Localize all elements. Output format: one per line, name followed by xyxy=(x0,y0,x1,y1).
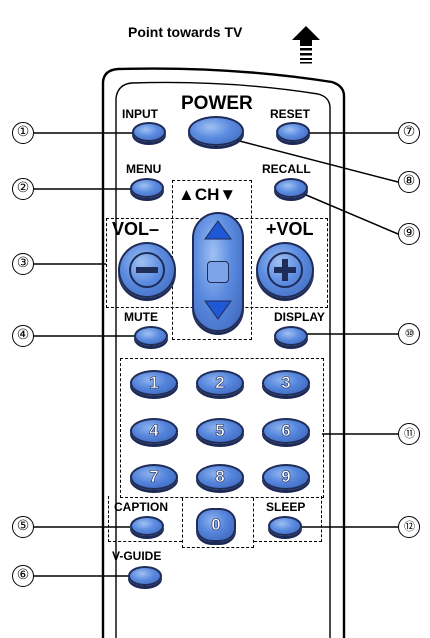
menu-label: MENU xyxy=(126,162,162,176)
vol-down-label: VOL– xyxy=(112,219,160,239)
vguide-button[interactable] xyxy=(128,566,162,586)
zero-group-outline xyxy=(182,498,254,548)
keypad-group-outline xyxy=(120,358,324,498)
keypad-button-8[interactable]: 8 xyxy=(196,464,244,490)
menu-button[interactable] xyxy=(130,178,164,198)
caption-button[interactable] xyxy=(130,516,164,536)
reset-label: RESET xyxy=(270,107,311,121)
callout-8: ⑧ xyxy=(398,171,420,193)
arrow-up-icon xyxy=(292,26,320,64)
plus-icon xyxy=(267,252,303,288)
channel-center-pad xyxy=(207,261,229,283)
keypad-button-3[interactable]: 3 xyxy=(262,370,310,396)
keypad-button-9[interactable]: 9 xyxy=(262,464,310,490)
callout-7: ⑦ xyxy=(398,122,420,144)
callout-4: ④ xyxy=(12,325,34,347)
channel-label: ▲CH▼ xyxy=(178,185,237,204)
recall-button[interactable] xyxy=(274,178,308,198)
keypad-button-7[interactable]: 7 xyxy=(130,464,178,490)
sleep-outline xyxy=(254,496,322,542)
callout-1: ① xyxy=(12,122,34,144)
recall-label: RECALL xyxy=(262,162,311,176)
sleep-button[interactable] xyxy=(268,516,302,536)
callout-10: ⑩ xyxy=(398,323,420,345)
display-button[interactable] xyxy=(274,326,308,346)
channel-down-icon[interactable] xyxy=(203,300,233,320)
power-button[interactable] xyxy=(188,116,244,146)
minus-icon xyxy=(129,252,165,288)
keypad-button-5[interactable]: 5 xyxy=(196,418,244,444)
display-label: DISPLAY xyxy=(274,310,325,324)
keypad-button-2[interactable]: 2 xyxy=(196,370,244,396)
caption-label: CAPTION xyxy=(114,500,168,514)
callout-11: ⑪ xyxy=(398,423,420,445)
callout-6: ⑥ xyxy=(12,565,34,587)
callout-2: ② xyxy=(12,178,34,200)
mute-label: MUTE xyxy=(124,310,158,324)
callout-12: ⑫ xyxy=(398,516,420,538)
vguide-label: V-GUIDE xyxy=(112,549,162,563)
header-title: Point towards TV xyxy=(128,24,243,40)
input-label: INPUT xyxy=(122,107,158,121)
input-button[interactable] xyxy=(132,122,166,142)
keypad-button-1[interactable]: 1 xyxy=(130,370,178,396)
vol-up-label: +VOL xyxy=(266,219,314,239)
keypad-button-6[interactable]: 6 xyxy=(262,418,310,444)
channel-up-icon[interactable] xyxy=(203,220,233,240)
caption-outline xyxy=(108,496,182,542)
callout-3: ③ xyxy=(12,253,34,275)
sleep-label: SLEEP xyxy=(266,500,306,514)
mute-button[interactable] xyxy=(134,326,168,346)
power-label: POWER xyxy=(181,93,253,114)
callout-5: ⑤ xyxy=(12,516,34,538)
callout-9: ⑨ xyxy=(398,223,420,245)
keypad-button-0[interactable]: 0 xyxy=(196,508,236,542)
keypad-button-4[interactable]: 4 xyxy=(130,418,178,444)
reset-button[interactable] xyxy=(276,122,310,142)
